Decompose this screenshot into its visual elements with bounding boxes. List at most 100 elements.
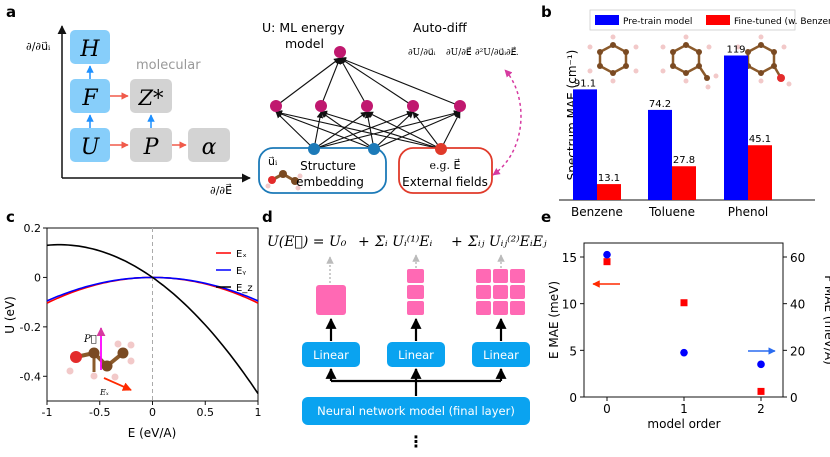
e-ytick-right-label: 0 xyxy=(790,391,798,405)
b-bar-value-label: 119 xyxy=(726,45,745,56)
autodiff-dashed-arrow xyxy=(492,69,522,176)
b-category-label: Phenol xyxy=(728,205,769,219)
benzene-molecule-icon xyxy=(587,34,639,84)
structure-box xyxy=(258,147,387,194)
d-block-order0 xyxy=(316,285,346,315)
panel-a: a ∂/∂u⃗ᵢ ∂/∂E⃗ H F U Z* P α molecular U:… xyxy=(6,3,522,197)
d-linear-box-2 xyxy=(387,342,445,367)
e-point-energy xyxy=(603,258,611,266)
c-series-line xyxy=(46,243,259,395)
b-bar-value-label: 13.1 xyxy=(598,173,620,184)
c-xtick-label: 0.5 xyxy=(197,406,215,419)
b-legend-swatch-pretrain xyxy=(595,15,619,25)
d-blocks-order2 xyxy=(476,269,525,315)
field-box-line1: e.g. E⃗ xyxy=(430,158,461,172)
d-linear-label-2: Linear xyxy=(398,348,434,362)
d-blocks-order1 xyxy=(407,269,424,315)
c-xtick-label: -0.5 xyxy=(89,406,110,419)
phenol-molecule-icon xyxy=(735,34,792,87)
e-xtick-label: 1 xyxy=(680,402,688,416)
node-Z: Z* xyxy=(137,86,164,110)
e-xtick-label: 0 xyxy=(603,402,611,416)
structure-symbol: u⃗ᵢ xyxy=(268,155,278,168)
field-box xyxy=(398,147,493,194)
b-legend-pretrain: Pre-train model xyxy=(623,17,692,27)
autodiff-term-1: ∂U/∂u⃗ᵢ xyxy=(408,48,436,58)
node-U-box xyxy=(70,128,110,162)
d-eq-plus-1: + xyxy=(358,234,370,250)
net-hidden-node xyxy=(270,100,282,112)
b-bar-value-label: 27.8 xyxy=(673,155,695,166)
d-nn-label: Neural network model (final layer) xyxy=(317,404,515,418)
b-legend-swatch-finetuned xyxy=(706,15,730,25)
net-hidden-node xyxy=(361,100,373,112)
node-P: P xyxy=(143,135,160,160)
d-linear-label-3: Linear xyxy=(483,348,519,362)
c-xtick-label: -1 xyxy=(42,406,53,419)
c-ytick-label: 0 xyxy=(34,271,41,284)
a-x-axis-label: ∂/∂E⃗ xyxy=(210,183,232,197)
c-xtick-label: 0 xyxy=(149,406,156,419)
b-bar xyxy=(597,184,621,200)
b-bars: 91.113.1Benzene74.227.8Toluene11945.1Phe… xyxy=(571,45,772,219)
autodiff-term-3: ∂²U/∂u⃗ᵢ∂E⃗ xyxy=(475,46,517,58)
panel-b: b Spectrum MAE (cm⁻¹) Pre-train model Fi… xyxy=(541,3,830,219)
b-category-label: Toluene xyxy=(648,205,695,219)
d-linear-label-1: Linear xyxy=(313,348,349,362)
e-ylabel-right: F MAE (meV/A) xyxy=(822,275,830,365)
c-ytick-label: -0.4 xyxy=(20,370,41,383)
net-title-line1: U: ML energy xyxy=(262,20,345,35)
field-box-line2: External fields xyxy=(402,175,488,189)
node-F-box xyxy=(70,79,110,113)
molecular-label: molecular xyxy=(136,58,201,73)
d-nn-box xyxy=(302,397,530,425)
b-legend xyxy=(589,9,796,31)
c-legend-ez: E_z xyxy=(236,283,253,294)
panel-c-label: c xyxy=(6,208,15,226)
e-ytick-right-label: 20 xyxy=(790,344,805,358)
e-point-force xyxy=(603,250,611,259)
e-ytick-left-label: 0 xyxy=(569,391,577,405)
c-ytick-label: -0.2 xyxy=(20,321,41,334)
c-inset-E-label: Eₓ xyxy=(99,388,109,397)
d-ellipsis: ⋮ xyxy=(408,432,424,451)
e-ytick-left-label: 15 xyxy=(562,251,577,265)
c-inset-P-label: P⃗ xyxy=(83,334,97,345)
b-bar xyxy=(724,55,748,200)
d-linear-box-3 xyxy=(472,342,530,367)
node-Z-box xyxy=(130,79,172,113)
e-ylabel-left: E MAE (meV) xyxy=(547,281,561,359)
net-output-node xyxy=(334,46,346,58)
c-inset-E-arrow xyxy=(103,377,132,391)
panel-a-label: a xyxy=(6,3,16,21)
e-ytick-right-label: 60 xyxy=(790,251,805,265)
e-point-force xyxy=(680,348,688,357)
node-alpha-box xyxy=(188,128,230,162)
b-bar xyxy=(573,89,597,200)
e-xtick-label: 2 xyxy=(757,402,765,416)
panel-e-label: e xyxy=(541,208,551,226)
node-H-box xyxy=(70,30,110,64)
c-xlabel: E (eV/A) xyxy=(128,426,177,440)
node-alpha: α xyxy=(202,135,217,160)
autodiff-term-4: ... xyxy=(510,48,519,58)
e-ytick-right-label: 40 xyxy=(790,298,805,312)
structure-box-line1: Structure xyxy=(300,159,356,173)
c-inset-molecule-icon xyxy=(66,340,135,381)
net-input-node-structure xyxy=(308,143,320,155)
e-point-force xyxy=(757,360,765,369)
e-plot-frame xyxy=(583,242,784,398)
b-category-label: Benzene xyxy=(571,205,623,219)
c-legend-ex: Eₓ xyxy=(236,249,247,260)
d-eq-term1: Σᵢ Uᵢ⁽¹⁾Eᵢ xyxy=(374,234,432,250)
e-xlabel: model order xyxy=(647,417,720,431)
c-legend-ey: Eᵧ xyxy=(236,266,246,277)
c-ytick-label: 0.2 xyxy=(24,222,42,235)
toluene-molecule-icon xyxy=(660,34,719,90)
autodiff-term-2: ∂U/∂E⃗ xyxy=(446,46,472,58)
structure-box-line2: embedding xyxy=(296,175,364,189)
node-U: U xyxy=(81,135,101,160)
b-bar-value-label: 91.1 xyxy=(574,78,596,89)
